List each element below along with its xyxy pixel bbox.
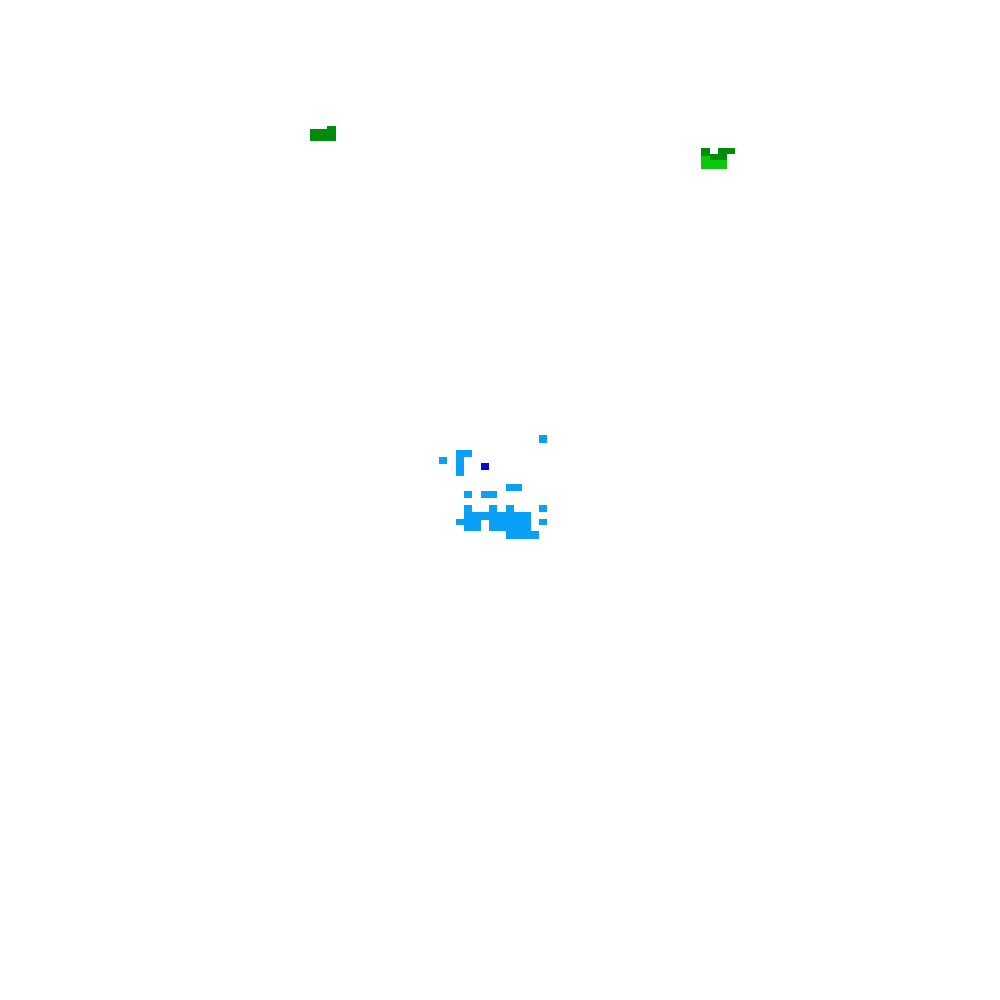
- pixel-canvas: [310, 126, 735, 539]
